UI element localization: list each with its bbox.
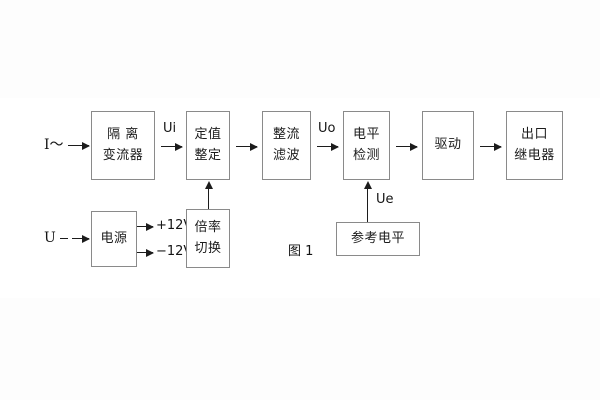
block-output-relay-line-1: 出口 [520,127,548,143]
voltage-input-lead [60,238,68,239]
block-rectify-filter-line-1: 整流 [272,127,300,143]
arrow-rectify-filter-to-level-detect [317,142,339,151]
ui-label: Ui [163,121,177,136]
block-rectify-filter-line-2: 滤波 [272,147,300,163]
block-output-relay: 出口 继电器 [506,111,563,180]
arrow-supply-positive [137,222,154,231]
figure-caption: 图 1 [288,244,314,259]
block-output-relay-line-2: 继电器 [514,147,555,163]
block-reference-level: 参考电平 [336,222,420,256]
block-drive-line-1: 驱动 [434,137,462,153]
block-level-detect-line-2: 检测 [352,147,380,163]
block-isolation-ct-line-2: 变流器 [102,147,144,163]
block-setting-line-2: 整定 [194,147,222,163]
block-level-detect: 电平 检测 [343,111,390,180]
block-setting-line-1: 定值 [194,127,222,143]
block-rectify-filter: 整流 滤波 [262,111,311,180]
block-power-supply-line-1: 电源 [100,230,128,246]
block-drive: 驱动 [422,111,474,180]
arrow-level-detect-to-drive [396,142,418,151]
arrow-supply-negative [137,248,154,257]
block-ratio-switch: 倍率 切换 [186,209,230,268]
arrow-reference-level-to-level-detect [363,181,372,222]
supply-negative-label: −12V [156,244,193,259]
arrow-current-to-isolation-ct [68,141,90,150]
arrow-voltage-to-power-supply [72,234,90,243]
block-level-detect-line-1: 电平 [352,127,380,143]
voltage-input-label: U [44,230,56,246]
block-isolation-ct: 隔 离 变流器 [91,111,155,180]
arrow-ratio-switch-to-setting [204,181,213,209]
block-isolation-ct-line-1: 隔 离 [107,127,139,143]
uo-label: Uo [318,121,336,136]
arrow-setting-to-rectify-filter [236,142,258,151]
arrow-drive-to-output-relay [480,142,502,151]
arrow-isolation-ct-to-setting [161,142,183,151]
block-ratio-switch-line-1: 倍率 [194,220,222,236]
current-input-label: I～ [44,137,64,153]
supply-positive-label: +12V [156,218,193,233]
block-reference-level-line-1: 参考电平 [350,230,405,246]
block-ratio-switch-line-2: 切换 [194,240,222,256]
block-setting: 定值 整定 [186,111,230,180]
block-power-supply: 电源 [91,211,137,267]
ue-label: Ue [376,192,394,207]
